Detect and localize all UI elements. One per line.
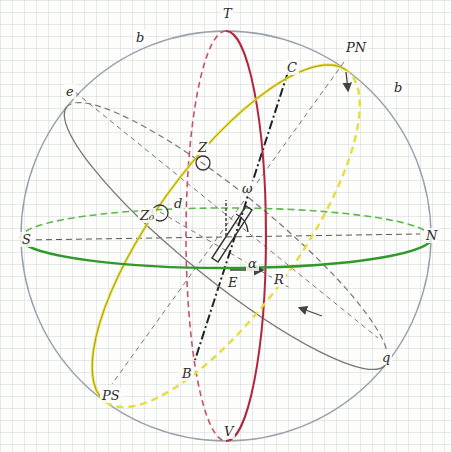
point-label: B bbox=[180, 366, 194, 381]
point-label: V bbox=[222, 424, 235, 439]
point-label: b bbox=[392, 80, 404, 95]
point-label: PS bbox=[100, 388, 122, 403]
point-label: α bbox=[246, 256, 259, 271]
point-label: N bbox=[424, 228, 439, 243]
point-label: b bbox=[134, 30, 146, 45]
point-label: R bbox=[272, 272, 286, 287]
point-label: Z bbox=[196, 140, 209, 155]
point-label: T bbox=[221, 6, 234, 21]
point-label: C bbox=[285, 60, 299, 75]
point-label: ω bbox=[240, 181, 255, 196]
point-label: Z₀ bbox=[138, 208, 156, 223]
point-label: q bbox=[380, 350, 392, 365]
point-label: d bbox=[172, 196, 184, 211]
point-label: S bbox=[20, 232, 33, 247]
point-label: e bbox=[64, 84, 76, 99]
point-label: PN bbox=[344, 40, 368, 55]
point-label: E bbox=[226, 275, 240, 290]
